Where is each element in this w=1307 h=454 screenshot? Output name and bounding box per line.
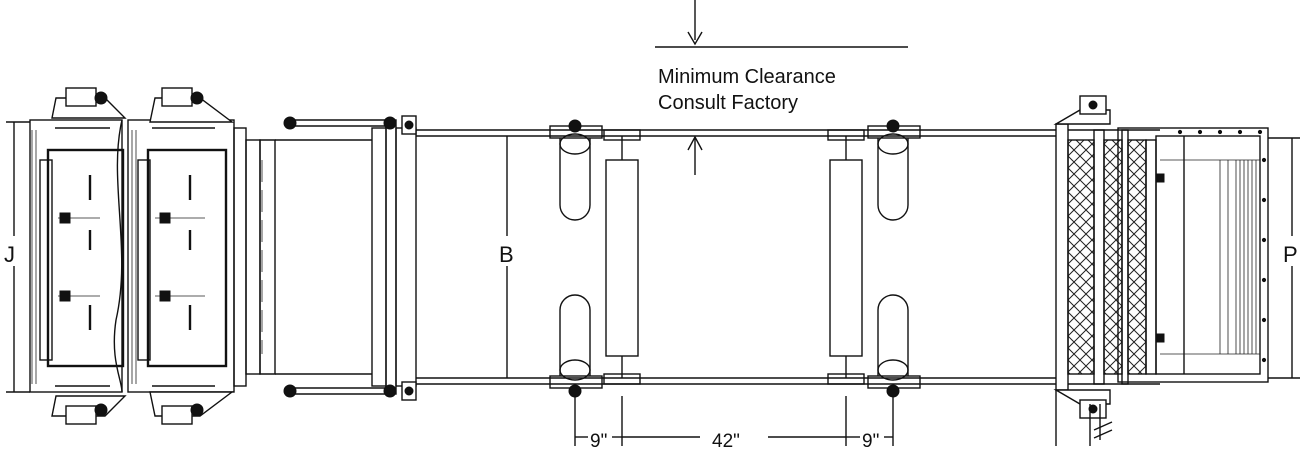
end-plenum: [1117, 127, 1269, 383]
dimension-j-label: J: [4, 242, 15, 267]
transition-section: [233, 115, 417, 401]
rotary-head-1: [29, 87, 127, 425]
dimension-b-label: B: [499, 242, 514, 267]
dimension-p-label: P: [1283, 242, 1298, 267]
rotary-head-2: [127, 87, 235, 425]
main-duct: [416, 119, 1056, 398]
clearance-bottom-arrowhead: [687, 135, 703, 151]
spacing-right-label: 9": [862, 431, 879, 452]
dimension-p: [1268, 137, 1300, 379]
dimension-j: [6, 121, 30, 393]
bottom-spacing-dimension: [574, 396, 894, 446]
clearance-note-line2: Consult Factory: [658, 92, 798, 114]
spacing-left-label: 9": [590, 431, 607, 452]
clearance-top-arrowhead: [687, 31, 703, 46]
spacing-center-label: 42": [712, 431, 740, 452]
filter-section: [1053, 95, 1160, 446]
minimum-clearance-indicator: [655, 0, 908, 175]
clearance-note-line1: Minimum Clearance: [658, 66, 836, 88]
